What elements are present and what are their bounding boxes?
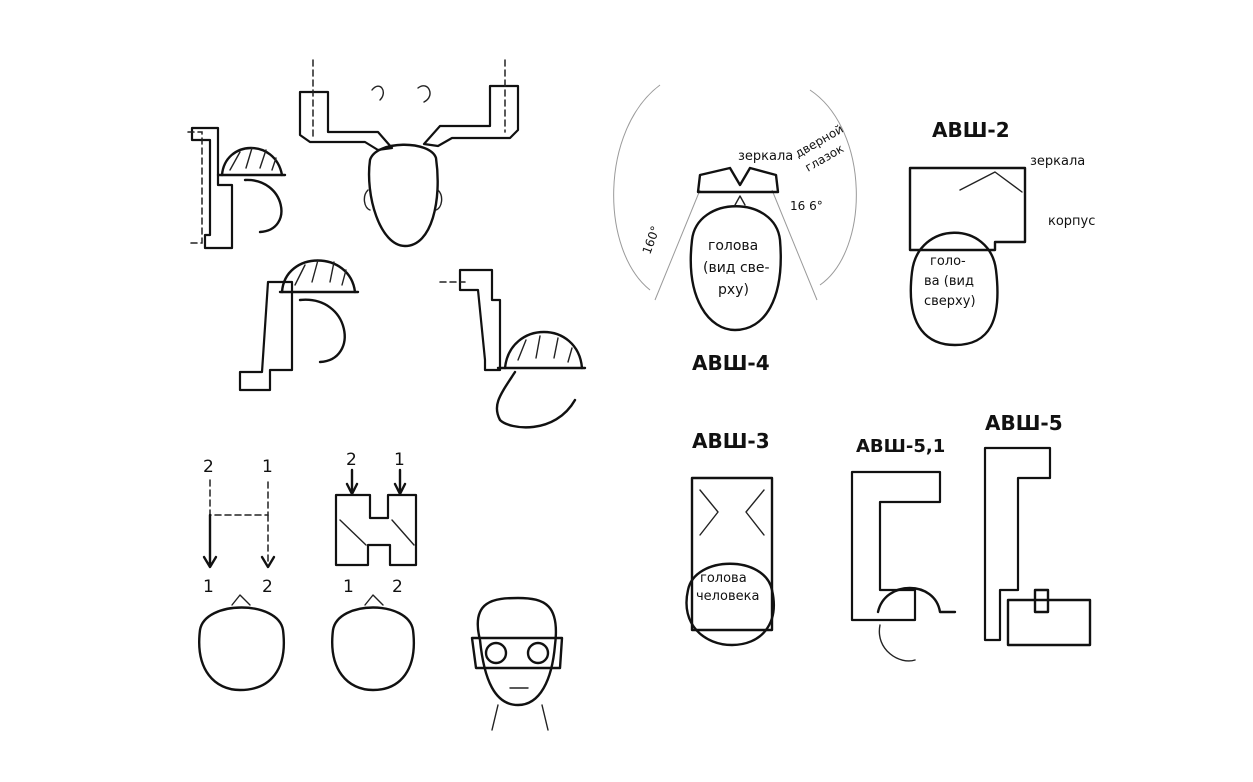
side-view-sketch-1	[187, 126, 287, 250]
concept-avsh3	[685, 476, 775, 647]
concept-avsh5	[983, 446, 1092, 647]
optical-path-diagram-a	[198, 479, 286, 692]
side-view-sketch-2	[238, 259, 360, 392]
face-with-goggles	[470, 596, 564, 731]
optical-path-diagram-b	[331, 468, 418, 692]
concept-avsh4	[613, 84, 857, 332]
side-view-sketch-3	[439, 268, 587, 429]
top-view-twin-arms	[298, 59, 520, 248]
concept-avsh51	[850, 470, 957, 662]
concept-avsh2	[908, 166, 1027, 347]
